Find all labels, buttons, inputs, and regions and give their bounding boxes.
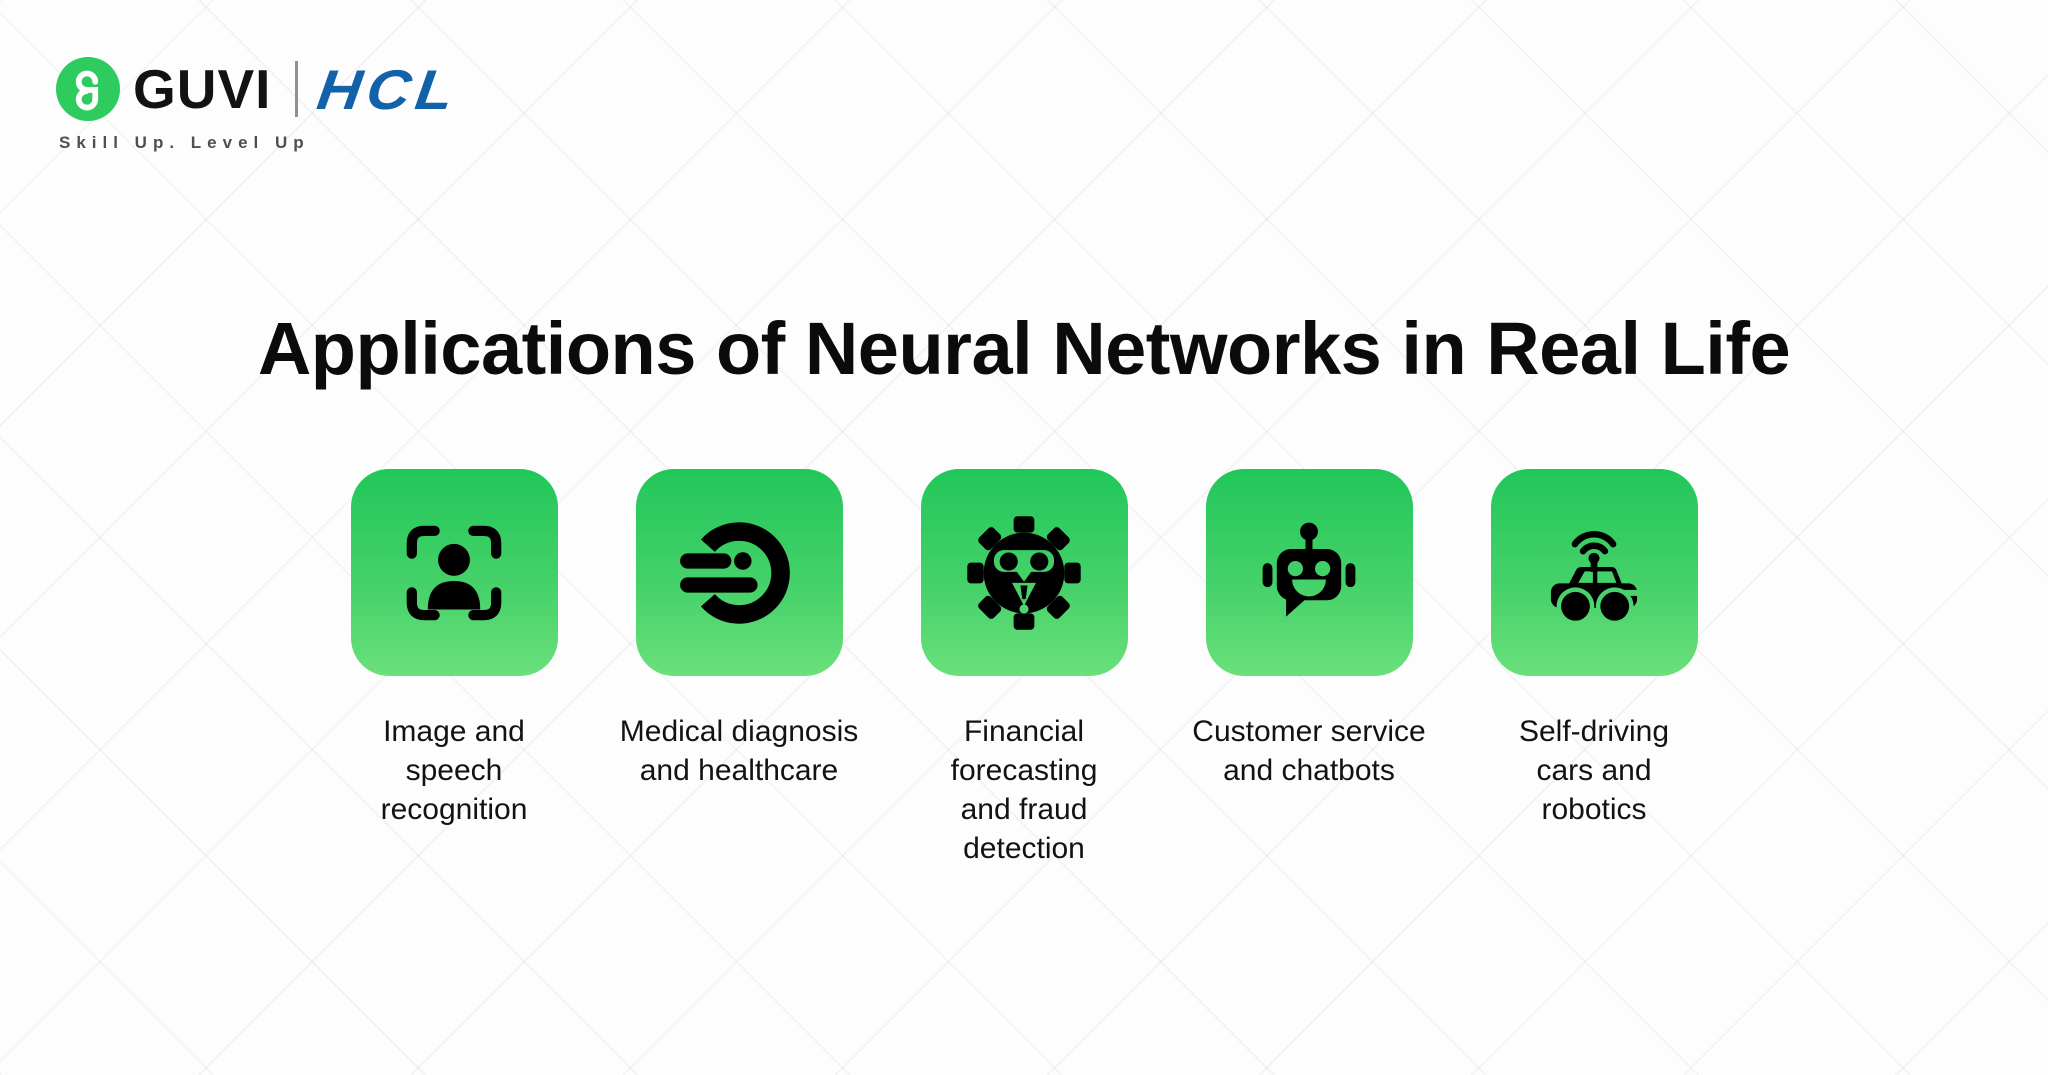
guvi-wordmark: GUVI bbox=[133, 58, 272, 120]
tile-medical-diagnosis: Medical diagnosis and healthcare bbox=[604, 469, 874, 868]
hcl-wordmark: HCL bbox=[314, 57, 464, 121]
tile-caption: Financial forecasting and fraud detectio… bbox=[950, 715, 1098, 865]
application-tiles: Image and speech recognition Medical dia… bbox=[319, 469, 1729, 868]
medical-scan-icon bbox=[680, 521, 790, 624]
tile-box-car bbox=[1490, 469, 1698, 676]
face-scan-icon bbox=[406, 525, 502, 620]
tile-self-driving: Self-driving cars and robotics bbox=[1459, 469, 1729, 868]
fraud-alert-gear-icon bbox=[967, 515, 1081, 630]
brand-header: GUVI HCL bbox=[56, 56, 463, 122]
tile-financial-fraud: Financial forecasting and fraud detectio… bbox=[889, 469, 1159, 868]
tile-image-speech-recognition: Image and speech recognition bbox=[319, 469, 589, 868]
tile-caption: Medical diagnosis and healthcare bbox=[619, 715, 859, 787]
tile-caption: Self-driving cars and robotics bbox=[1518, 715, 1670, 826]
brand-tagline: Skill Up. Level Up bbox=[59, 133, 310, 152]
tile-box-financial bbox=[920, 469, 1128, 676]
chatbot-icon bbox=[1262, 522, 1356, 617]
guvi-logo-icon bbox=[56, 57, 120, 121]
tile-box-medical bbox=[635, 469, 843, 676]
tile-box-image-speech bbox=[350, 469, 558, 676]
tile-box-chatbot bbox=[1205, 469, 1413, 676]
brand-divider bbox=[295, 61, 299, 117]
self-driving-car-icon bbox=[1550, 530, 1638, 621]
tile-caption: Customer service and chatbots bbox=[1192, 715, 1426, 787]
tile-customer-service: Customer service and chatbots bbox=[1174, 469, 1444, 868]
page-title: Applications of Neural Networks in Real … bbox=[257, 306, 1791, 390]
tile-caption: Image and speech recognition bbox=[380, 715, 528, 826]
